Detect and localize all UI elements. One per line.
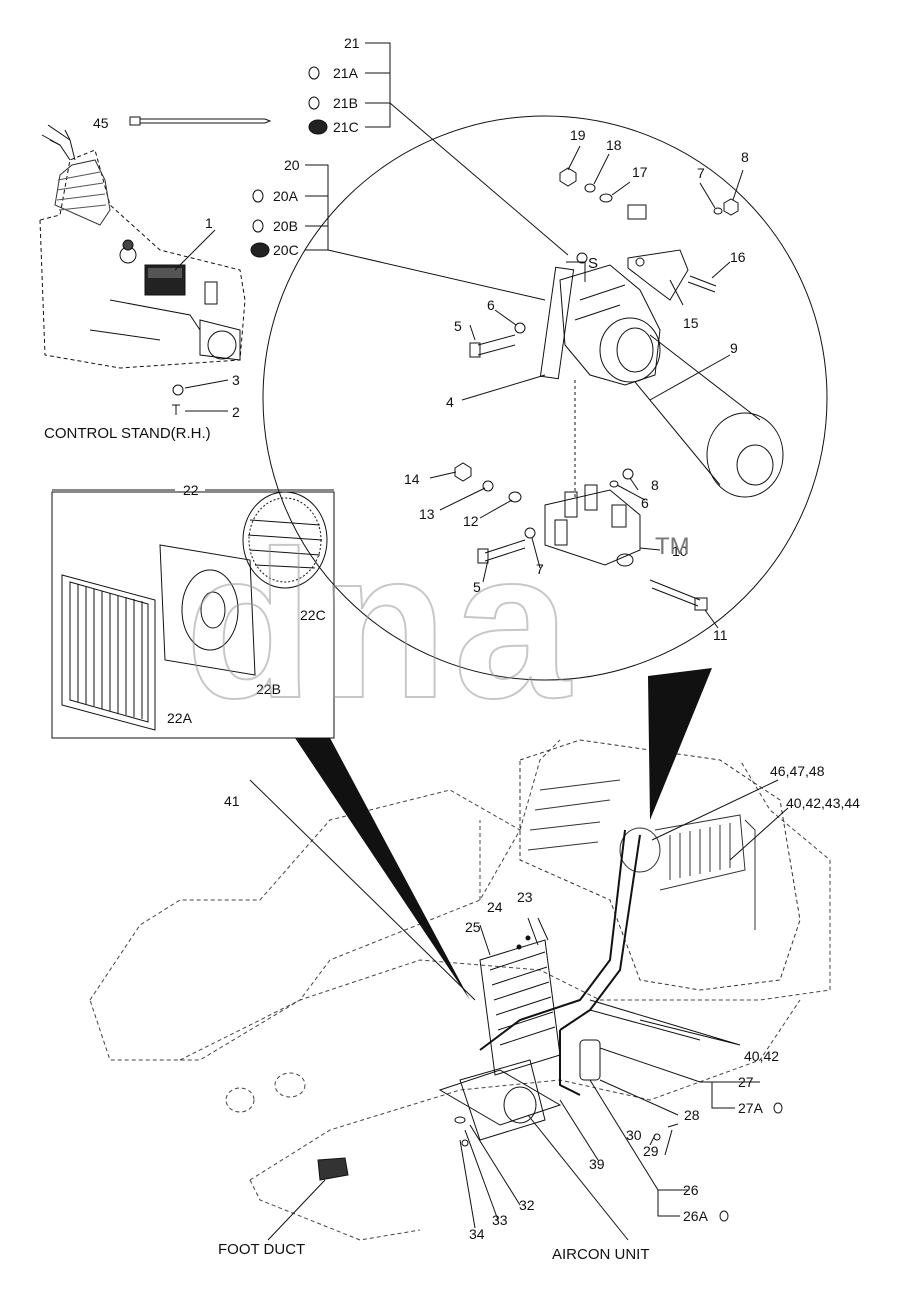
callout-8a: 8 bbox=[741, 149, 749, 165]
callout-11: 11 bbox=[713, 627, 728, 643]
callout-25: 25 bbox=[465, 919, 481, 935]
callout-23: 23 bbox=[517, 889, 533, 905]
wedge-to-compressor bbox=[648, 668, 712, 820]
callout-5a: 5 bbox=[454, 318, 462, 334]
callout-5b: 5 bbox=[473, 579, 481, 595]
callout-3: 3 bbox=[232, 372, 240, 388]
callout-8b: 8 bbox=[651, 477, 659, 493]
control-stand-caption: CONTROL STAND(R.H.) bbox=[44, 425, 211, 442]
callout-21: 21 bbox=[344, 35, 360, 51]
wedge-to-condenser bbox=[295, 738, 470, 1000]
callout-7a: 7 bbox=[697, 165, 705, 181]
callout-21c: 21C bbox=[333, 119, 359, 135]
callout-10: 10 bbox=[672, 543, 688, 559]
callout-17: 17 bbox=[632, 164, 648, 180]
callout-22b: 22B bbox=[256, 681, 281, 697]
callout-29: 29 bbox=[643, 1143, 659, 1159]
callout-26a: 26A bbox=[683, 1208, 709, 1224]
callout-19: 19 bbox=[570, 127, 586, 143]
machine-base bbox=[89, 739, 831, 1241]
callout-9: 9 bbox=[730, 340, 738, 356]
callout-14: 14 bbox=[404, 471, 420, 487]
callout-18: 18 bbox=[606, 137, 622, 153]
callout-30: 30 bbox=[626, 1127, 642, 1143]
callout-20: 20 bbox=[284, 157, 300, 173]
callout-40-42-43-44: 40,42,43,44 bbox=[786, 795, 860, 811]
callout-7b: 7 bbox=[536, 561, 544, 577]
control-stand-drawing bbox=[39, 124, 246, 415]
callout-21b: 21B bbox=[333, 95, 358, 111]
foot-duct-caption: FOOT DUCT bbox=[218, 1241, 305, 1258]
callout-20a: 20A bbox=[273, 188, 299, 204]
callout-27: 27 bbox=[738, 1074, 754, 1090]
callout-34: 34 bbox=[469, 1226, 485, 1242]
callout-22: 22 bbox=[183, 482, 199, 498]
callout-28: 28 bbox=[684, 1107, 700, 1123]
callout-41: 41 bbox=[224, 793, 240, 809]
aircon-unit-drawing bbox=[317, 939, 601, 1181]
callout-4: 4 bbox=[446, 394, 454, 410]
callout-15: 15 bbox=[683, 315, 699, 331]
detail-circle bbox=[262, 115, 828, 681]
callout-32: 32 bbox=[519, 1197, 535, 1213]
callout-39: 39 bbox=[589, 1156, 605, 1172]
callout-45: 45 bbox=[93, 115, 109, 131]
callout-46-47-48: 46,47,48 bbox=[770, 763, 825, 779]
callout-24: 24 bbox=[487, 899, 503, 915]
ac-pipes bbox=[479, 829, 641, 1096]
watermark-logo: dna bbox=[184, 507, 577, 742]
condenser-detail-box bbox=[51, 491, 335, 739]
callout-33: 33 bbox=[492, 1212, 508, 1228]
callout-22c: 22C bbox=[300, 607, 326, 623]
callout-20c: 20C bbox=[273, 242, 299, 258]
cable-tie-45 bbox=[129, 116, 272, 126]
condenser-drawing bbox=[61, 491, 328, 731]
callout-16: 16 bbox=[730, 249, 746, 265]
callout-21a: 21A bbox=[333, 65, 359, 81]
callout-6a: 6 bbox=[487, 297, 495, 313]
callout-40-42: 40,42 bbox=[744, 1048, 779, 1064]
callout-2: 2 bbox=[232, 404, 240, 420]
callout-12: 12 bbox=[463, 513, 479, 529]
callout-26: 26 bbox=[683, 1182, 699, 1198]
callout-13: 13 bbox=[419, 506, 435, 522]
callout-20b: 20B bbox=[273, 218, 298, 234]
callout-1: 1 bbox=[205, 215, 213, 231]
compressor-assembly bbox=[454, 167, 784, 611]
aircon-unit-caption: AIRCON UNIT bbox=[552, 1246, 650, 1263]
compressor-s-label: S bbox=[588, 255, 598, 272]
callout-6b: 6 bbox=[641, 495, 649, 511]
watermark-tm: TM bbox=[655, 533, 690, 560]
callout-27a: 27A bbox=[738, 1100, 764, 1116]
callout-22a: 22A bbox=[167, 710, 193, 726]
